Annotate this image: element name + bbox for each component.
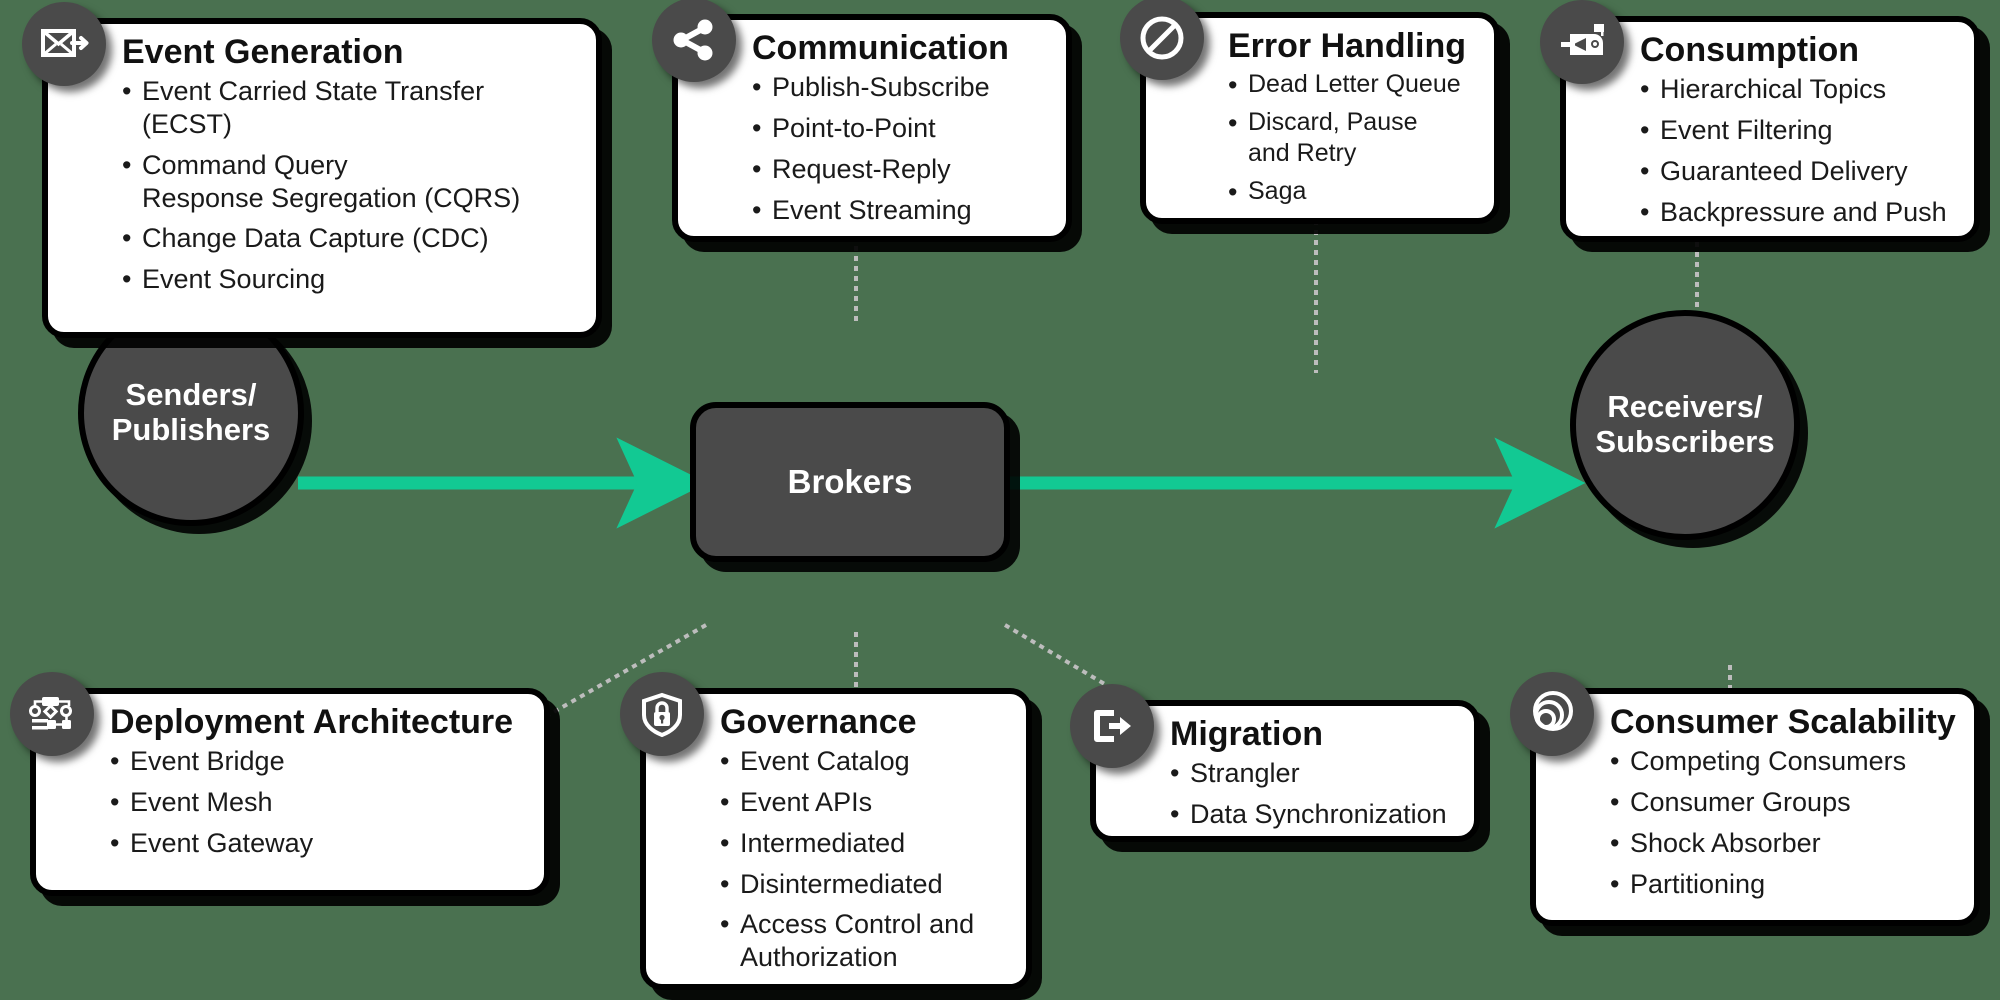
list-item: Guaranteed Delivery <box>1640 155 1956 188</box>
card-communication[interactable]: Communication Publish-Subscribe Point-to… <box>652 0 1072 242</box>
list-item: Disintermediated <box>720 868 1008 901</box>
network-topology-icon <box>10 672 94 756</box>
list-item: Competing Consumers <box>1610 745 1956 778</box>
share-network-icon <box>652 0 736 82</box>
list-item: Saga <box>1228 176 1476 208</box>
card-title: Error Handling <box>1228 27 1467 65</box>
list-item: Command Query Response Segregation (CQRS… <box>122 149 578 215</box>
card-title: Governance <box>720 703 917 741</box>
card-bullet-list: Competing Consumers Consumer Groups Shoc… <box>1610 745 1956 901</box>
concentric-circles-icon <box>1510 672 1594 756</box>
list-item: Event Catalog <box>720 745 1008 778</box>
no-entry-icon <box>1120 0 1204 80</box>
node-receivers-subscribers[interactable]: Receivers/ Subscribers <box>1570 310 1800 540</box>
card-bullet-list: Publish-Subscribe Point-to-Point Request… <box>752 71 1048 227</box>
envelope-arrow-icon <box>22 2 106 86</box>
card-event-generation[interactable]: Event Generation Event Carried State Tra… <box>22 2 602 338</box>
node-brokers-label: Brokers <box>787 463 913 500</box>
card-consumer-scalability[interactable]: Consumer Scalability Competing Consumers… <box>1510 672 1980 926</box>
list-item: Intermediated <box>720 827 1008 860</box>
list-item: Access Control and Authorization <box>720 908 1008 974</box>
node-brokers[interactable]: Brokers <box>690 402 1010 562</box>
card-title: Consumer Scalability <box>1610 703 1956 741</box>
list-item: Point-to-Point <box>752 112 1048 145</box>
list-item: Shock Absorber <box>1610 827 1956 860</box>
card-title: Migration <box>1170 715 1323 753</box>
list-item: Event Bridge <box>110 745 526 778</box>
card-bullet-list: Hierarchical Topics Event Filtering Guar… <box>1640 73 1956 229</box>
list-item: Partitioning <box>1610 868 1956 901</box>
card-bullet-list: Event Carried State Transfer (ECST) Comm… <box>122 75 578 297</box>
list-item: Event Sourcing <box>122 263 578 296</box>
list-item: Dead Letter Queue <box>1228 69 1476 101</box>
card-bullet-list: Event Catalog Event APIs Intermediated D… <box>720 745 1008 975</box>
list-item: Event APIs <box>720 786 1008 819</box>
card-bullet-list: Event Bridge Event Mesh Event Gateway <box>110 745 526 860</box>
card-error-handling[interactable]: Error Handling Dead Letter Queue Discard… <box>1120 0 1500 224</box>
card-title: Communication <box>752 29 1009 67</box>
card-title: Deployment Architecture <box>110 703 514 741</box>
list-item: Strangler <box>1170 757 1456 790</box>
card-deployment-architecture[interactable]: Deployment Architecture Event Bridge Eve… <box>10 672 550 896</box>
list-item: Event Streaming <box>752 194 1048 227</box>
card-migration[interactable]: Migration Strangler Data Synchronization <box>1070 684 1480 842</box>
node-senders-label: Senders/ Publishers <box>111 377 271 447</box>
card-bullet-list: Strangler Data Synchronization <box>1170 757 1456 831</box>
list-item: Change Data Capture (CDC) <box>122 222 578 255</box>
list-item: Backpressure and Push <box>1640 196 1956 229</box>
card-title: Consumption <box>1640 31 1860 69</box>
card-governance[interactable]: Governance Event Catalog Event APIs Inte… <box>620 672 1032 990</box>
list-item: Event Carried State Transfer (ECST) <box>122 75 578 141</box>
card-consumption[interactable]: Consumption Hierarchical Topics Event Fi… <box>1540 0 1980 242</box>
list-item: Request-Reply <box>752 153 1048 186</box>
list-item: Event Mesh <box>110 786 526 819</box>
list-item: Event Gateway <box>110 827 526 860</box>
node-receivers-label: Receivers/ Subscribers <box>1595 389 1775 459</box>
list-item: Discard, Pause and Retry <box>1228 107 1476 168</box>
shield-lock-icon <box>620 672 704 756</box>
card-bullet-list: Dead Letter Queue Discard, Pause and Ret… <box>1228 69 1476 209</box>
list-item: Data Synchronization <box>1170 798 1456 831</box>
list-item: Publish-Subscribe <box>752 71 1048 104</box>
mailbox-arrow-icon <box>1540 0 1624 84</box>
card-title: Event Generation <box>122 33 404 71</box>
list-item: Hierarchical Topics <box>1640 73 1956 106</box>
exit-arrow-icon <box>1070 684 1154 768</box>
list-item: Event Filtering <box>1640 114 1956 147</box>
list-item: Consumer Groups <box>1610 786 1956 819</box>
